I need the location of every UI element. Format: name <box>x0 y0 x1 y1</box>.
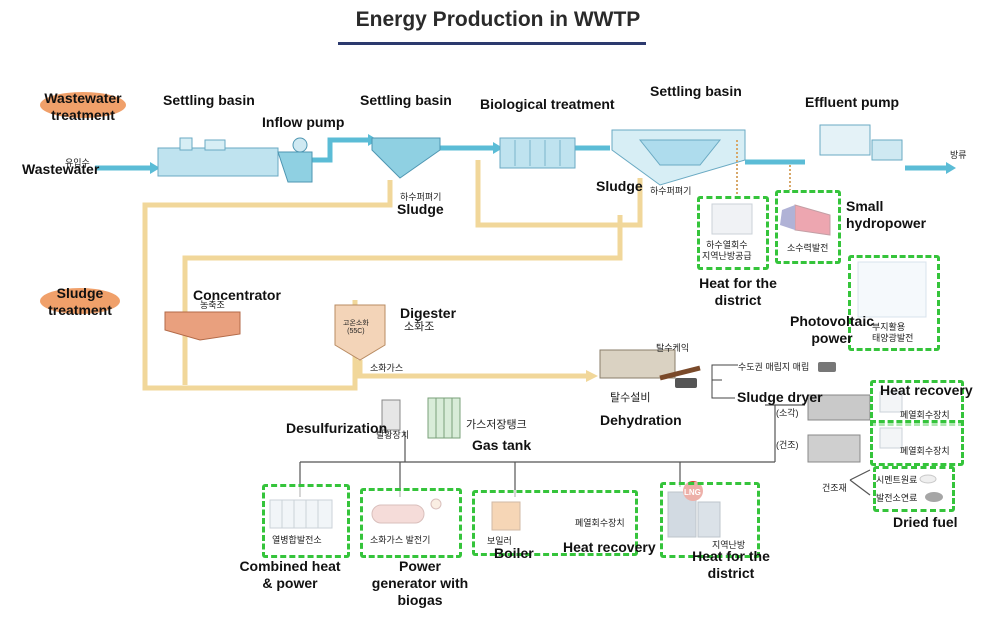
inflow-kr: 유입수 <box>65 158 90 168</box>
sludge-pump-kr-2: 하수퍼펴기 <box>650 186 692 196</box>
digest-gas-kr: 소화가스 <box>370 363 404 373</box>
sludge-pump-kr-1: 하수퍼펴기 <box>400 192 442 202</box>
page-title: Energy Production in WWTP <box>355 8 641 31</box>
power-fuel-kr: 발전소연료 <box>876 493 918 503</box>
settling-basin-2-label: Settling basin <box>360 92 452 108</box>
small-hydro-box <box>775 190 841 264</box>
heat-district-bottom-label: Heat for the district <box>692 548 770 581</box>
heat-recovery-right-label: Heat recovery <box>880 382 973 398</box>
small-hydro-kr: 소수력발전 <box>787 243 829 253</box>
digester-kr: 소화조 <box>404 321 435 333</box>
wastewater-section-oval <box>40 92 126 118</box>
burn-kr: (소각) <box>776 408 799 418</box>
chp-box <box>262 484 350 558</box>
heat-recovery-box-2 <box>870 420 964 466</box>
sludge-pipes <box>142 160 643 391</box>
sludge-label-2: Sludge <box>596 178 643 194</box>
heat-recovery-bottom-label: Heat recovery <box>563 539 656 555</box>
heat-district-kr: 하수열회수 지역난방공급 <box>702 240 752 261</box>
waste-heat-kr-1: 폐열회수장치 <box>900 410 950 420</box>
district-heat-bottom-box <box>660 482 760 558</box>
settling-basin-3-label: Settling basin <box>650 83 742 99</box>
desulfurization-label: Desulfurization <box>286 420 388 436</box>
release-kr: 방류 <box>950 150 967 160</box>
biological-treatment-label: Biological treatment <box>480 96 615 112</box>
chp-label: Combined heat & power <box>239 558 341 591</box>
dried-fuel-box <box>873 466 955 512</box>
power-generator-kr: 소화가스 발전기 <box>370 535 431 545</box>
building-material-kr: 건조재 <box>822 483 847 493</box>
small-hydropower-label: Small hydropower <box>846 198 927 231</box>
power-generator-label: Power generator with biogas <box>371 558 469 608</box>
dehydration-kr: 탈수설비 <box>610 392 651 404</box>
digester-label: Digester <box>400 305 457 321</box>
concentrator-label: Concentrator <box>193 287 281 303</box>
effluent-pump-label: Effluent pump <box>805 94 900 110</box>
dehydrated-cake-kr: 탈수케익 <box>656 343 690 353</box>
heat-recovery-bottom-kr: 폐열회수장치 <box>575 518 625 528</box>
boiler-label: Boiler <box>494 545 534 561</box>
dehydration-label: Dehydration <box>600 412 682 428</box>
wastewater-treatment-label: Wastewater treatment <box>44 90 122 123</box>
cement-kr: 시멘트원료 <box>876 475 918 485</box>
landfill-kr: 수도권 매립지 매립 <box>738 362 810 372</box>
sludge-label-1: Sludge <box>397 201 444 217</box>
district-heat-box <box>697 196 769 270</box>
gas-tank-label: Gas tank <box>472 437 532 453</box>
boiler-box <box>472 490 638 556</box>
desulfurization-kr: 탈황장치 <box>376 430 410 440</box>
dried-fuel-label: Dried fuel <box>893 514 958 530</box>
chp-kr: 열병합발전소 <box>272 535 322 545</box>
waste-heat-kr-2: 폐열회수장치 <box>900 446 950 456</box>
inflow-pump-label: Inflow pump <box>262 114 345 130</box>
water-pipes <box>95 137 948 171</box>
wastewater-label: Wastewater <box>22 161 100 177</box>
sludge-dryer-label: Sludge dryer <box>737 389 823 405</box>
dry-kr: (건조) <box>776 440 799 450</box>
title-underline <box>338 42 646 45</box>
lng-badge: LNG <box>684 488 701 497</box>
photovoltaic-box <box>848 255 940 351</box>
photovoltaic-kr: 부지활용 태양광발전 <box>872 322 914 343</box>
gas-tank-kr: 가스저장탱크 <box>466 419 527 431</box>
heat-district-top-label: Heat for the district <box>699 275 777 308</box>
sludge-section-oval <box>40 288 120 314</box>
power-generator-box <box>360 488 462 558</box>
photovoltaic-label: Photovoltaic power <box>789 313 874 346</box>
concentrator-kr: 농축조 <box>200 300 225 310</box>
digester-tank-kr: 고온소화 (55C) <box>343 320 369 335</box>
settling-basin-1-label: Settling basin <box>163 92 255 108</box>
boiler-kr: 보일러 <box>487 536 512 546</box>
sludge-arrow <box>586 370 598 382</box>
district-heating-kr: 지역난방 <box>712 540 746 550</box>
sludge-treatment-label: Sludge treatment <box>48 285 112 318</box>
